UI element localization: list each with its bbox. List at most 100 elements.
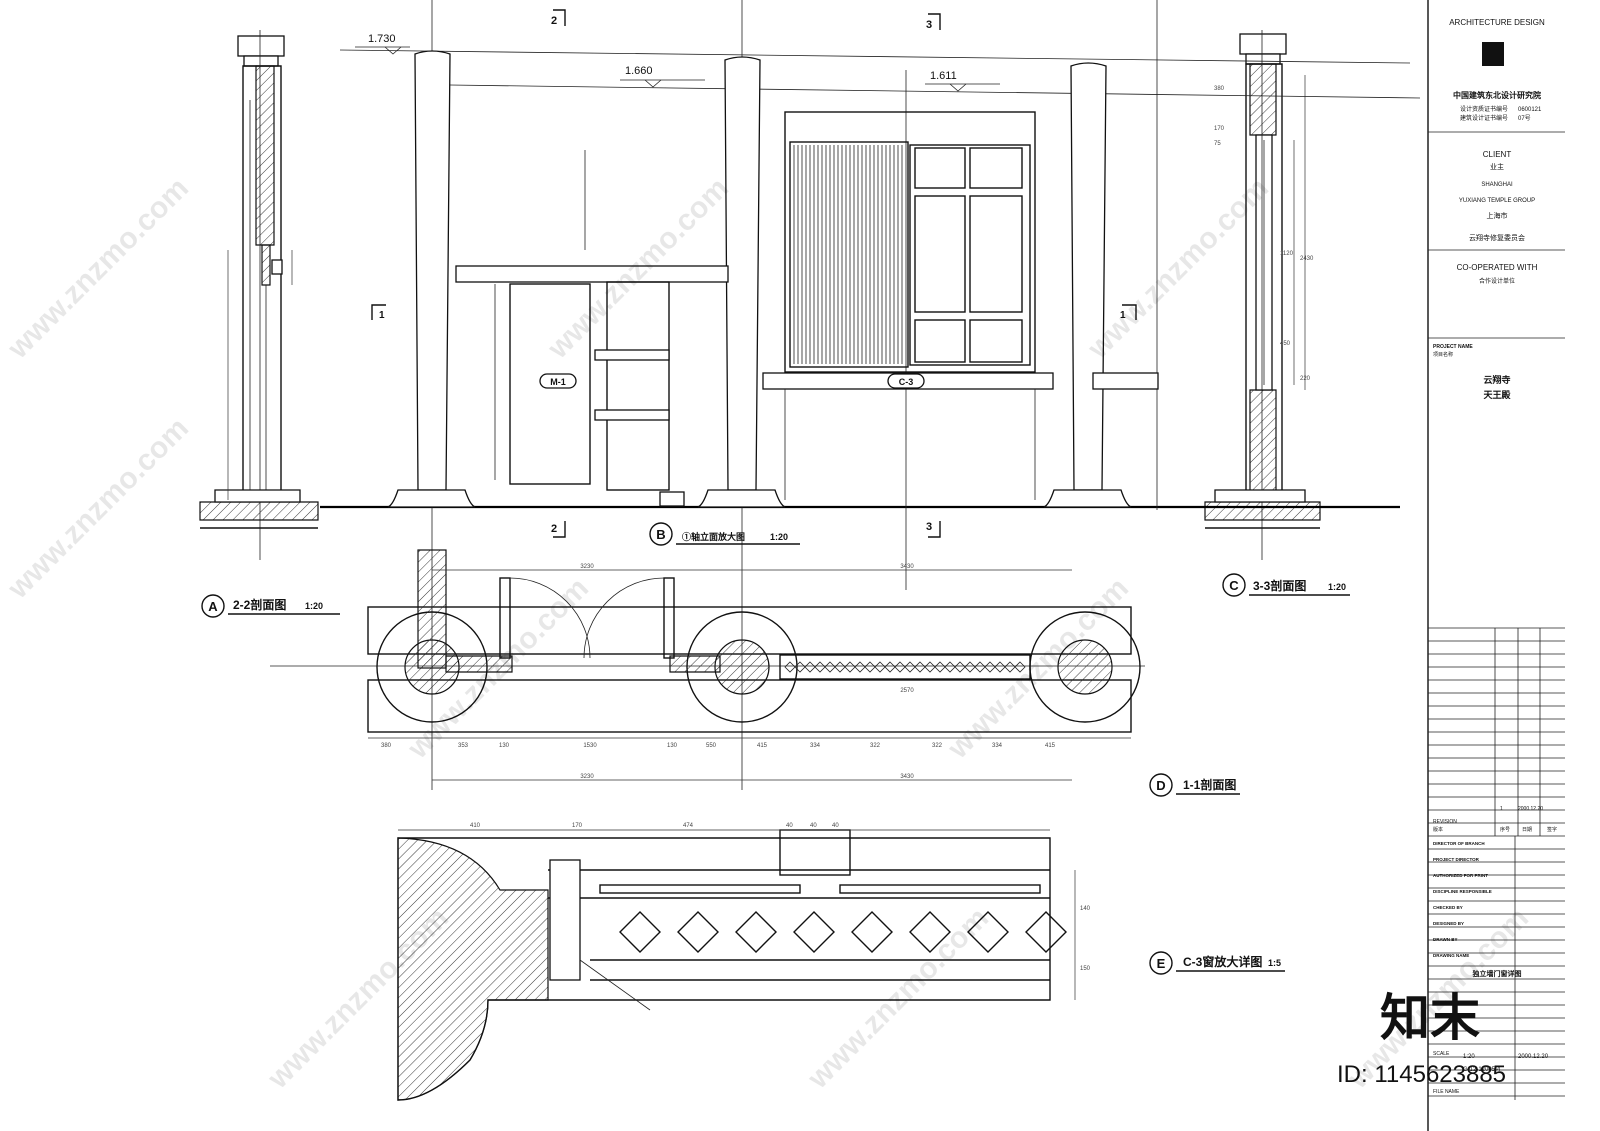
plan-dim-label: 130 [499, 743, 510, 749]
tb-scale-value: 1:20 [1463, 1054, 1475, 1060]
detail-e-scale: 1:5 [1268, 958, 1281, 968]
plan-diamond [1014, 661, 1026, 673]
tb-client-1: SHANGHAI [1481, 182, 1513, 188]
plan-dim-label: 334 [992, 743, 1003, 749]
level-3: 1.611 [930, 70, 957, 82]
tb-project-name-2: 天王殿 [1483, 390, 1511, 400]
dim-c-6: 220 [1300, 376, 1311, 382]
tb-arch-design: ARCHITECTURE DESIGN [1449, 18, 1545, 27]
dim-c-1: 170 [1214, 126, 1225, 132]
tb-role-6: DRAWN BY [1433, 937, 1458, 942]
detail-diamond [619, 911, 661, 953]
window-frame [784, 111, 1036, 373]
plan-diamond [834, 661, 846, 673]
section-1-right: 1 [1120, 310, 1126, 321]
pillar-middle [724, 56, 761, 491]
section-2-bottom: 2 [551, 523, 557, 535]
plan-bottom-right-dim: 3430 [900, 774, 914, 780]
wm-4: www.znzmo.com [1, 412, 195, 606]
detail-c-scale: 1:20 [1328, 582, 1346, 592]
door-panel [509, 283, 591, 485]
tb-role-3: DISCIPLINE RESPONSIBLE [1433, 889, 1492, 894]
tb-revision-no: 1 [1500, 806, 1503, 812]
tb-revision-date: 2000.12.20 [1518, 806, 1543, 812]
dim-c-0: 380 [1214, 86, 1225, 92]
wm-8: www.znzmo.com [801, 902, 995, 1096]
dim-e-1: 170 [572, 823, 583, 829]
detail-b-scale: 1:20 [770, 532, 788, 542]
plan-diamond [884, 661, 896, 673]
plan-diamonds [784, 661, 1026, 673]
tb-drawing-name-label: DRAWING NAME [1433, 953, 1469, 958]
tb-revision-label: REVISION [1433, 819, 1457, 825]
section-3-top: 3 [926, 19, 932, 31]
wm-logo: 知末 [1380, 990, 1480, 1046]
level-marks: 1.730 1.660 1.611 [355, 33, 1000, 92]
door-frame [606, 281, 670, 491]
plan-dim-label: 550 [706, 743, 717, 749]
tb-cert-no-1: 0600121 [1518, 107, 1542, 113]
detail-diamond [735, 911, 777, 953]
plan-top-left-dim: 3230 [580, 564, 594, 570]
tb-project-name-1: 云翔寺 [1483, 374, 1510, 385]
tb-roles: DIRECTOR OF BRANCH PROJECT DIRECTOR AUTH… [1433, 841, 1492, 942]
pillar-left [414, 50, 451, 491]
detail-a-title: 2-2剖面图 [233, 597, 286, 612]
door-tag-box [539, 373, 577, 389]
plan-diamond [854, 661, 866, 673]
plan-diamond [794, 661, 806, 673]
plan-diamond [804, 661, 816, 673]
detail-title-a: A 2-2剖面图 1:20 [201, 594, 340, 618]
tb-project-label: PROJECT NAME [1433, 344, 1473, 350]
plan-dim-label: 334 [810, 743, 821, 749]
detail-diamond [793, 911, 835, 953]
pillar-right [1070, 62, 1107, 491]
plan-dim-label: 353 [458, 743, 469, 749]
detail-title-c: C 3-3剖面图 1:20 [1222, 573, 1350, 597]
tb-role-2: AUTHORIZED FOR PRINT [1433, 873, 1488, 878]
tb-file-name-label: FILE NAME [1433, 1089, 1460, 1095]
dim-e-3: 40 [786, 823, 793, 829]
tb-coop-label: CO-OPERATED WITH [1457, 263, 1538, 272]
dim-e-5: 40 [832, 823, 839, 829]
tb-cert-2: 建筑设计证书编号 [1460, 114, 1508, 122]
section-2-top: 2 [551, 15, 557, 27]
tb-date-value: 2000.12.20 [1518, 1054, 1549, 1060]
plan-diamond [1004, 661, 1016, 673]
detail-e-window: 410 170 474 40 40 40 140 150 [397, 823, 1091, 1101]
tb-client-3: 上海市 [1487, 211, 1508, 220]
dim-e-6: 140 [1080, 906, 1091, 912]
tb-client-label: CLIENT [1483, 150, 1512, 159]
detail-e-letter: E [1157, 956, 1166, 971]
wm-id: ID: 1145623885 [1337, 1061, 1506, 1088]
plan-diamond [954, 661, 966, 673]
tb-role-5: DESIGNED BY [1433, 921, 1464, 926]
dim-e-4: 40 [810, 823, 817, 829]
tb-client-4: 云翔寺修复委员会 [1469, 233, 1525, 242]
elevation-b: M-1 C-3 1.730 1.660 1.611 2 3 2 3 1 [320, 0, 1421, 790]
section-c-column: 380 170 75 2430 1120 450 220 [1204, 30, 1321, 560]
detail-b-letter: B [656, 527, 665, 542]
tb-drawing-name: 独立墙门窗详图 [1472, 969, 1522, 978]
dim-c-3: 2430 [1300, 256, 1314, 262]
dim-c-2: 75 [1214, 141, 1221, 147]
plan-diamond [964, 661, 976, 673]
plan-diamond [974, 661, 986, 673]
tb-scale-label: SCALE [1433, 1051, 1450, 1057]
detail-diamond [967, 911, 1009, 953]
plan-dim-label: 322 [932, 743, 943, 749]
wm-1: www.znzmo.com [1, 172, 195, 366]
detail-d-letter: D [1156, 778, 1165, 793]
plan-inner-dim: 2570 [900, 688, 914, 694]
door-lintel [455, 265, 729, 283]
tb-rev-col-1: 序号 [1500, 826, 1510, 833]
detail-c-title: 3-3剖面图 [1253, 578, 1306, 593]
detail-diamond [1025, 911, 1067, 953]
door-tag: M-1 [550, 377, 566, 387]
detail-title-e: E C-3窗放大详图 1:5 [1149, 951, 1285, 975]
detail-b-title: ①轴立面放大图 [682, 531, 745, 542]
plan-dim-label: 415 [1045, 743, 1056, 749]
plan-dim-label: 380 [381, 743, 392, 749]
dim-e-0: 410 [470, 823, 481, 829]
plan-top-right-dim: 3430 [900, 564, 914, 570]
